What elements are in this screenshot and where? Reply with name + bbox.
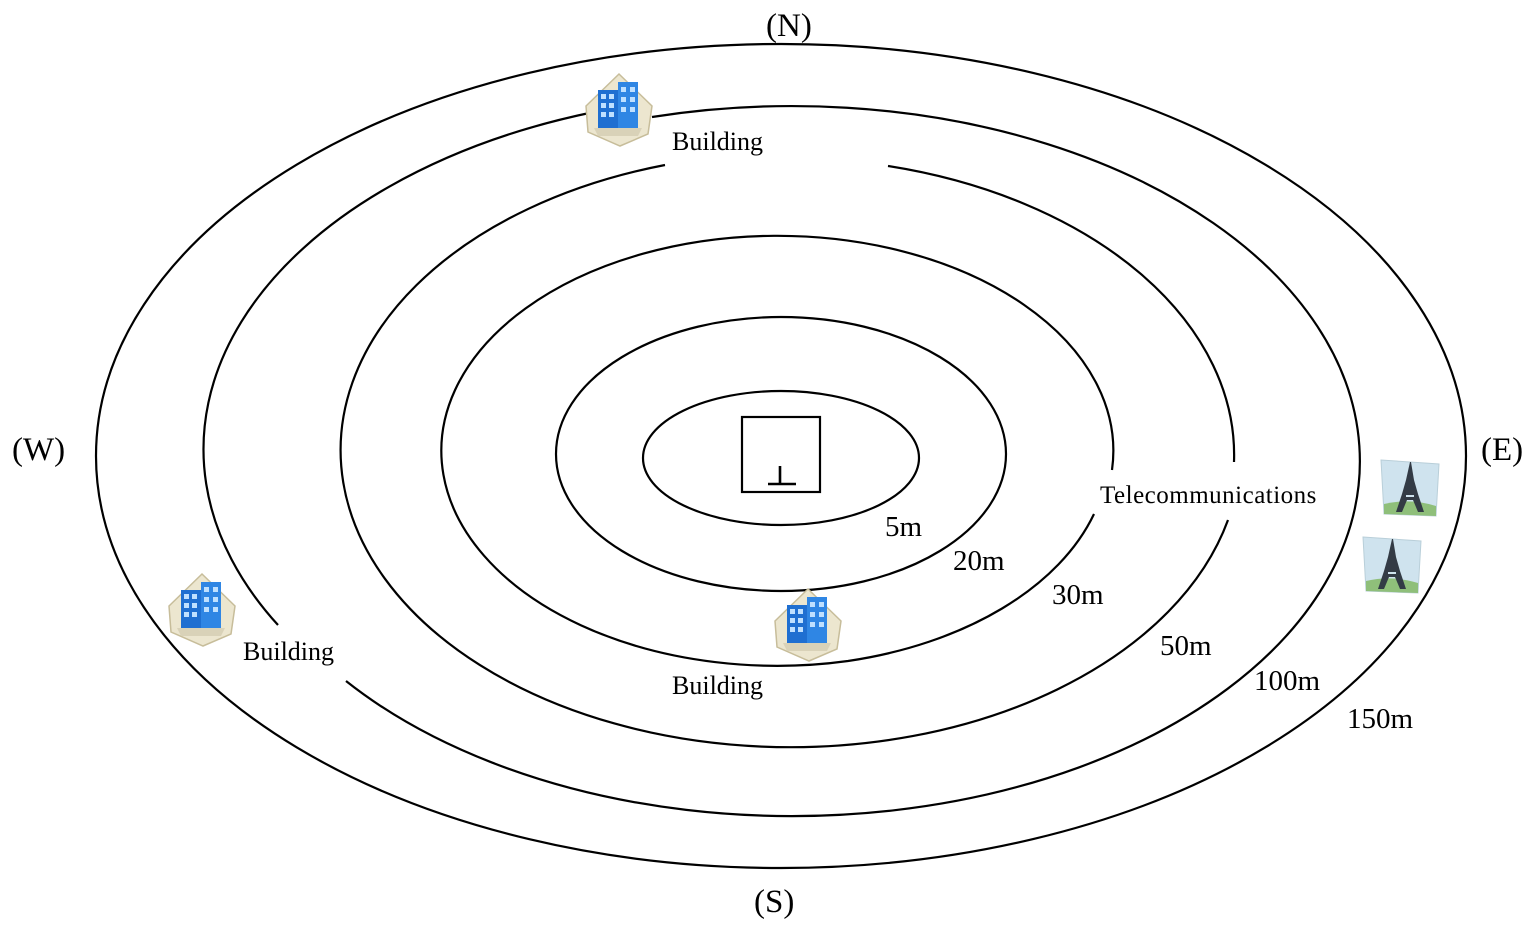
ring-5m [641, 389, 921, 527]
building-label-north: Building [672, 127, 764, 156]
distance-label-100m: 100m [1254, 665, 1321, 697]
compass-east-label: (E) [1481, 432, 1524, 468]
building-label-west: Building [243, 637, 335, 666]
ring-100m [202, 104, 1361, 818]
building-icon-south [769, 585, 847, 663]
eiffel-tower-icon-upper [1378, 456, 1442, 520]
ring-20m [554, 315, 1008, 593]
distance-label-30m: 30m [1052, 579, 1104, 611]
telecommunications-label: Telecommunications [1100, 482, 1317, 509]
distance-label-5m: 5m [885, 511, 923, 543]
ring-150m [94, 42, 1468, 870]
building-icon-west [163, 570, 241, 648]
compass-south-label: (S) [754, 884, 795, 920]
building-label-south: Building [672, 671, 764, 700]
building-icon-north [580, 70, 658, 148]
distance-label-20m: 20m [953, 545, 1005, 577]
ring-30m [440, 234, 1115, 667]
ring-50m [339, 163, 1236, 749]
distance-label-50m: 50m [1160, 630, 1212, 662]
compass-west-label: (W) [12, 432, 66, 468]
compass-north-label: (N) [766, 8, 812, 44]
center-site-box [740, 415, 822, 494]
center-marker [768, 466, 796, 486]
eiffel-tower-icon-lower [1360, 533, 1424, 597]
distance-label-150m: 150m [1347, 703, 1414, 735]
